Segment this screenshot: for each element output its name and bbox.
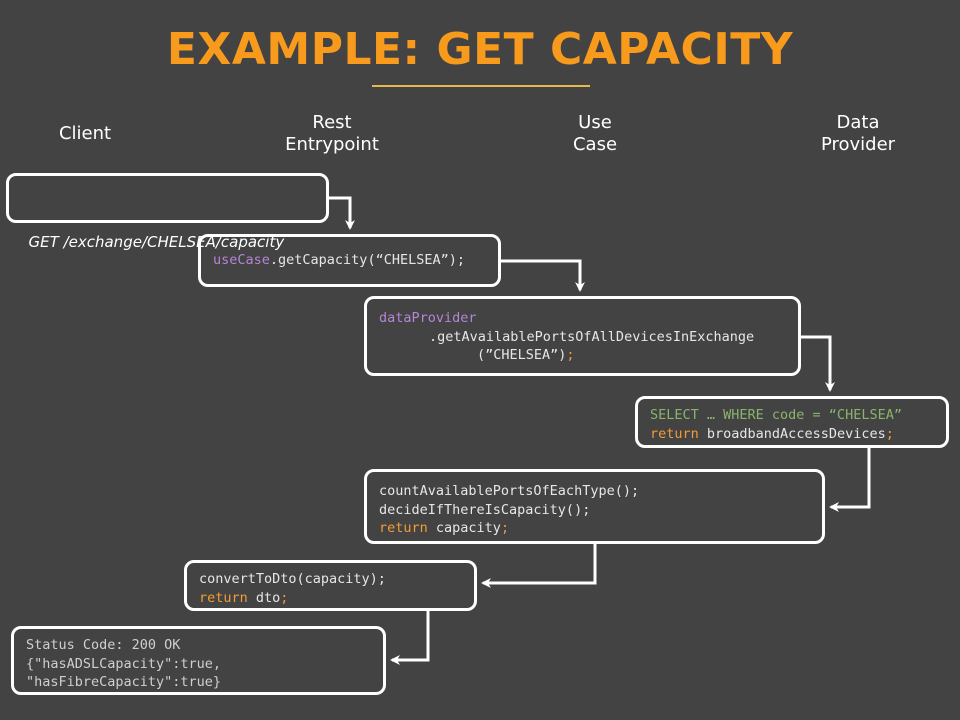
- provider-return-keyword: return: [650, 425, 699, 442]
- rest-convert-semicolon: ;: [280, 589, 289, 606]
- usecase-call-object: dataProvider: [379, 310, 477, 326]
- response-status: Status Code: 200 OK: [26, 637, 181, 653]
- usecase-logic-return-value: capacity: [427, 520, 501, 536]
- response-body-line1: {"hasADSLCapacity":true,: [26, 655, 222, 672]
- column-header-data-provider: Data Provider: [808, 112, 908, 156]
- rest-convert-line1: convertToDto(capacity);: [199, 571, 386, 587]
- arrow-provider-to-logic: [829, 448, 871, 512]
- column-header-client: Client: [45, 123, 125, 145]
- response-body-line2: "hasFibreCapacity":true}: [26, 674, 222, 690]
- usecase-call-box: dataProvider .getAvailablePortsOfAllDevic…: [364, 296, 801, 376]
- arrow-rest-to-usecase: [501, 259, 585, 292]
- provider-query: SELECT … WHERE code = “CHELSEA”: [650, 407, 902, 423]
- column-client-label: Client: [58, 123, 112, 144]
- column-header-use-case: Use Case: [555, 112, 635, 156]
- arrow-request-to-rest: [329, 196, 355, 230]
- usecase-logic-semicolon: ;: [500, 520, 510, 536]
- column-header-rest-entrypoint: Rest Entrypoint: [272, 112, 392, 156]
- provider-return-value: broadbandAccessDevices: [698, 425, 886, 442]
- rest-call-method: .getCapacity(“CHELSEA”);: [269, 252, 465, 268]
- rest-call-object: useCase: [213, 252, 270, 268]
- page-title: EXAMPLE: GET CAPACITY: [166, 24, 794, 75]
- column-rest-line2: Entrypoint: [285, 134, 379, 155]
- usecase-logic-line1: countAvailablePortsOfEachType();: [379, 483, 640, 499]
- usecase-call-semicolon: ;: [566, 347, 575, 363]
- rest-convert-return-value: dto: [247, 589, 281, 606]
- column-provider-line2: Provider: [820, 134, 896, 155]
- provider-semicolon: ;: [885, 425, 894, 442]
- client-request-box: GET /exchange/CHELSEA/capacity: [6, 173, 329, 251]
- usecase-call-arg: (”CHELSEA”): [477, 347, 567, 363]
- rest-convert-return-keyword: return: [199, 589, 248, 606]
- usecase-logic-line2: decideIfThereIsCapacity();: [379, 501, 591, 518]
- column-usecase-line2: Case: [572, 134, 618, 155]
- rest-call-box: useCase.getCapacity(“CHELSEA”);: [198, 234, 501, 287]
- response-box: Status Code: 200 OK {"hasADSLCapacity":tr…: [11, 626, 386, 695]
- arrow-logic-to-convert: [481, 544, 597, 588]
- usecase-logic-return-keyword: return: [379, 520, 428, 536]
- usecase-logic-box: countAvailablePortsOfEachType(); decideIf…: [364, 469, 825, 544]
- column-provider-line1: Data: [836, 112, 880, 133]
- rest-convert-box: convertToDto(capacity); return dto;: [184, 560, 477, 611]
- arrow-convert-to-response: [390, 611, 430, 665]
- column-usecase-line1: Use: [578, 112, 612, 133]
- column-rest-line1: Rest: [312, 112, 352, 133]
- usecase-call-method: .getAvailablePortsOfAllDevicesInExchange: [429, 328, 755, 345]
- arrow-usecase-to-provider: [801, 335, 835, 392]
- request-text: GET /exchange/CHELSEA/capacity: [28, 233, 285, 251]
- title-underline: [372, 85, 590, 87]
- data-provider-box: SELECT … WHERE code = “CHELSEA” return br…: [635, 396, 949, 448]
